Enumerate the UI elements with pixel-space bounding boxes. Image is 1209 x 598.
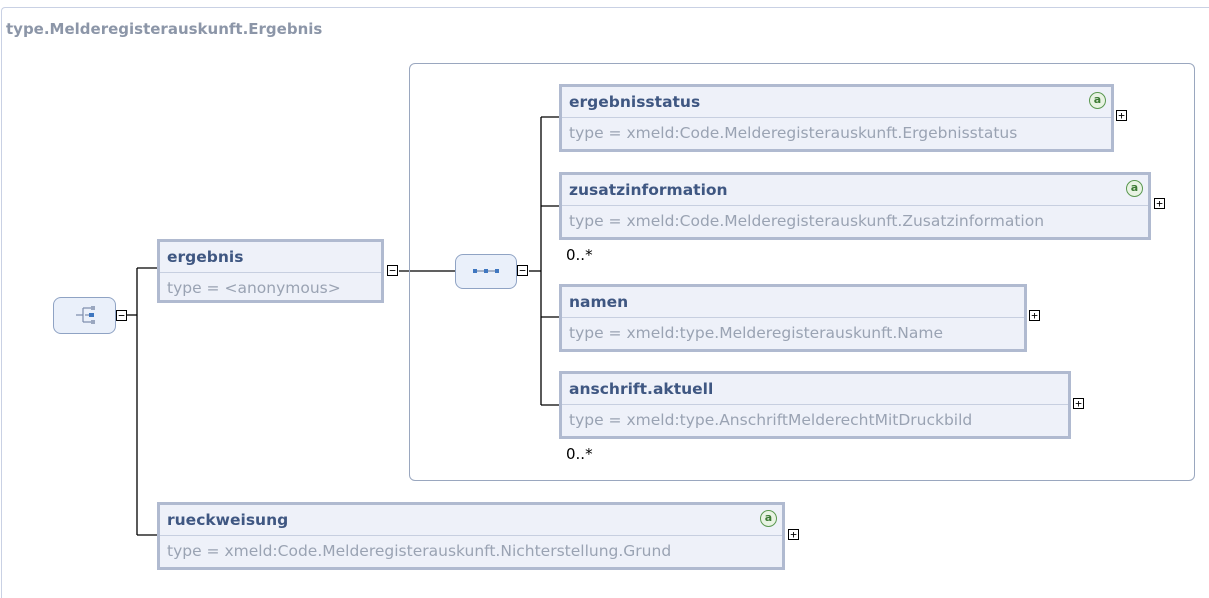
diagram-title: type.Melderegisterauskunft.Ergebnis xyxy=(6,20,323,38)
ergebnisstatus-expand-toggle[interactable]: + xyxy=(1116,110,1127,121)
sequence-collapse-toggle[interactable]: − xyxy=(517,265,528,276)
multiplicity-label: 0..* xyxy=(566,246,593,264)
diagram-frame xyxy=(1,7,1209,598)
root-collapse-toggle[interactable]: − xyxy=(116,310,127,321)
element-name: ergebnisstatus xyxy=(569,93,701,111)
element-name: zusatzinformation xyxy=(569,181,728,199)
element-type: type = xmeld:Code.Melderegisterauskunft.… xyxy=(569,124,1018,142)
element-type: type = xmeld:type.AnschriftMelderechtMit… xyxy=(569,411,973,429)
element-rueckweisung[interactable]: rueckweisung a type = xmeld:Code.Meldere… xyxy=(157,502,785,570)
choice-compositor-icon xyxy=(76,306,95,324)
element-anschrift-aktuell[interactable]: anschrift.aktuell type = xmeld:type.Ansc… xyxy=(559,371,1071,439)
anschrift-aktuell-expand-toggle[interactable]: + xyxy=(1073,398,1084,409)
sequence-compositor[interactable] xyxy=(455,254,517,289)
element-namen[interactable]: namen type = xmeld:type.Melderegisteraus… xyxy=(559,284,1027,352)
element-ergebnisstatus[interactable]: ergebnisstatus a type = xmeld:Code.Melde… xyxy=(559,84,1114,152)
rueckweisung-expand-toggle[interactable]: + xyxy=(788,529,799,540)
element-name: anschrift.aktuell xyxy=(562,374,1068,405)
connector-lines xyxy=(127,116,559,536)
element-ergebnis[interactable]: ergebnis type = <anonymous> xyxy=(157,239,384,303)
element-type: type = <anonymous> xyxy=(167,279,341,297)
choice-compositor[interactable] xyxy=(53,297,116,334)
attribute-icon: a xyxy=(760,510,777,527)
element-name: namen xyxy=(562,287,1024,318)
namen-expand-toggle[interactable]: + xyxy=(1029,310,1040,321)
element-name: rueckweisung xyxy=(167,511,289,529)
attribute-icon: a xyxy=(1089,92,1106,109)
multiplicity-label: 0..* xyxy=(566,445,593,463)
element-name: ergebnis xyxy=(160,242,381,273)
anonymous-type-group-box xyxy=(409,63,1195,481)
element-zusatzinformation[interactable]: zusatzinformation a type = xmeld:Code.Me… xyxy=(559,172,1151,240)
element-type: type = xmeld:Code.Melderegisterauskunft.… xyxy=(569,212,1045,230)
ergebnis-collapse-toggle[interactable]: − xyxy=(387,265,398,276)
zusatzinformation-expand-toggle[interactable]: + xyxy=(1154,198,1165,209)
sequence-compositor-icon xyxy=(473,269,499,273)
element-type: type = xmeld:type.Melderegisterauskunft.… xyxy=(569,324,944,342)
element-type: type = xmeld:Code.Melderegisterauskunft.… xyxy=(167,542,672,560)
attribute-icon: a xyxy=(1126,180,1143,197)
